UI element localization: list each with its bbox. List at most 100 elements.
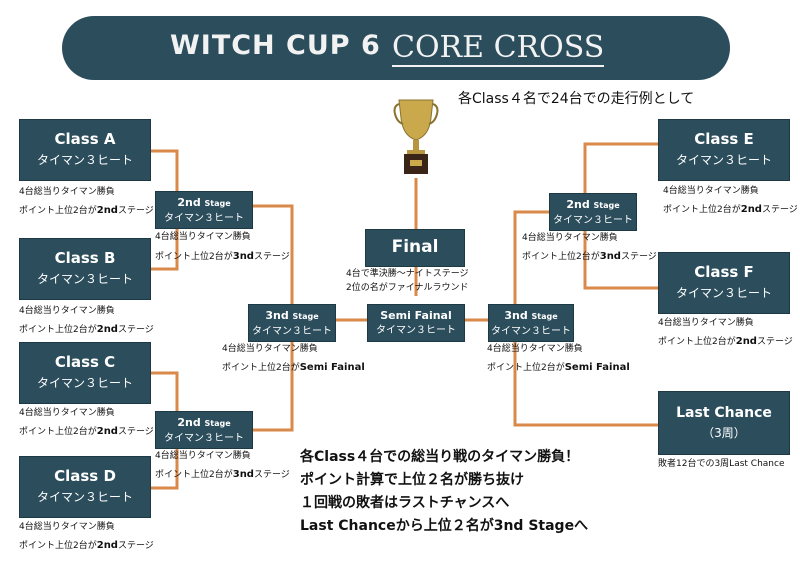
note-line2-bold: 2nd [96, 324, 118, 335]
stage-format: タイマン３ヒート [491, 326, 571, 337]
note-line2-prefix: ポイント上位2台が [487, 363, 565, 373]
stage-format: タイマン３ヒート [164, 433, 244, 444]
note-line2-prefix: ポイント上位2台が [222, 363, 300, 373]
class-label: Class E [694, 130, 754, 148]
note-line2-suffix: ステージ [761, 205, 798, 215]
class-a-note: 4台総当りタイマン勝負 ポイント上位2台が2ndステージ [19, 187, 154, 217]
stage-word: Stage [593, 201, 620, 210]
stage-word: Stage [204, 419, 231, 428]
final-note: 4台で準決勝〜ナイトステージ 2位の名がファイナルラウンド [346, 269, 469, 294]
last-chance-note: 敗者12台での3周Last Chance [658, 459, 785, 469]
final-note-line1: 4台で準決勝〜ナイトステージ [346, 269, 469, 279]
note-line1: 4台総当りタイマン勝負 [155, 232, 251, 242]
stage-label: 2nd [566, 198, 590, 211]
second-stage-left-top: 2nd Stage タイマン３ヒート [155, 191, 253, 229]
stage-format: タイマン３ヒート [553, 215, 633, 226]
note-line2-suffix: ステージ [117, 206, 154, 216]
example-caption: 各Class４名で24台での走行例として [458, 91, 695, 107]
stage-label: 3nd [504, 309, 528, 322]
note-line1: 4台総当りタイマン勝負 [222, 344, 318, 354]
class-format: タイマン３ヒート [675, 153, 772, 167]
trophy-icon [393, 99, 439, 174]
note-line2-prefix: ポイント上位2台が [155, 470, 233, 480]
class-b-box: Class B タイマン３ヒート [19, 238, 151, 300]
stage-format: タイマン３ヒート [164, 213, 244, 224]
note-line2-suffix: ステージ [253, 470, 290, 480]
class-d-note: 4台総当りタイマン勝負 ポイント上位2台が2ndステージ [19, 522, 154, 552]
third-stage-right: 3nd Stage タイマン３ヒート [488, 304, 574, 342]
class-label: Class F [694, 263, 754, 281]
last-chance-box: Last Chance （3周） [658, 391, 790, 455]
class-format: タイマン３ヒート [36, 376, 133, 390]
note-line1: 4台総当りタイマン勝負 [658, 318, 754, 328]
note-line2-bold: 3nd [232, 251, 254, 262]
note-line2-bold: 2nd [735, 336, 757, 347]
final-note-line2: 2位の名がファイナルラウンド [346, 283, 469, 293]
third-stage-right-note: 4台総当りタイマン勝負 ポイント上位2台がSemi Fainal [487, 344, 630, 374]
note-line1: 4台総当りタイマン勝負 [155, 451, 251, 461]
note-line2-prefix: ポイント上位2台が [663, 205, 741, 215]
stage-word: Stage [292, 312, 319, 321]
note-line1: 4台総当りタイマン勝負 [19, 306, 115, 316]
rule-line: Last Chanceから上位２名が3nd Stageへ [300, 518, 589, 534]
note-line2-bold: Semi Fainal [564, 362, 630, 373]
last-chance-label: Last Chance [676, 405, 772, 421]
class-e-note: 4台総当りタイマン勝負 ポイント上位2台が2ndステージ [663, 186, 798, 216]
final-box: Final [365, 229, 465, 267]
note-line2-suffix: ステージ [620, 252, 657, 262]
note-line1: 4台総当りタイマン勝負 [19, 187, 115, 197]
note-line2-bold: 2nd [96, 426, 118, 437]
note-line1: 4台総当りタイマン勝負 [19, 522, 115, 532]
note-line2-prefix: ポイント上位2台が [19, 427, 97, 437]
class-format: タイマン３ヒート [36, 272, 133, 286]
semi-final-format: タイマン３ヒート [376, 325, 456, 336]
stage-label: 2nd [177, 196, 201, 209]
class-f-note: 4台総当りタイマン勝負 ポイント上位2台が2ndステージ [658, 318, 793, 348]
note-line2-suffix: ステージ [117, 325, 154, 335]
stage-word: Stage [204, 199, 231, 208]
note-line2-bold: Semi Fainal [299, 362, 365, 373]
second-stage-left-bottom-note: 4台総当りタイマン勝負 ポイント上位2台が3ndステージ [155, 451, 290, 481]
note-line2-bold: 2nd [740, 204, 762, 215]
second-stage-left-top-note: 4台総当りタイマン勝負 ポイント上位2台が3ndステージ [155, 232, 290, 263]
note-line1: 4台総当りタイマン勝負 [663, 186, 759, 196]
note-line2-prefix: ポイント上位2台が [19, 325, 97, 335]
note-line2-bold: 3nd [232, 469, 254, 480]
final-label: Final [391, 237, 439, 257]
second-stage-left-bottom: 2nd Stage タイマン３ヒート [155, 411, 253, 449]
class-a-box: Class A タイマン３ヒート [19, 119, 151, 181]
note-line2-suffix: ステージ [253, 252, 290, 262]
semi-final-label: Semi Fainal [380, 309, 452, 322]
note-line2-prefix: ポイント上位2台が [19, 206, 97, 216]
class-b-note: 4台総当りタイマン勝負 ポイント上位2台が2ndステージ [19, 306, 154, 336]
note-line1: 4台総当りタイマン勝負 [522, 233, 618, 243]
note-line1: 4台総当りタイマン勝負 [487, 344, 583, 354]
note-line1: 4台総当りタイマン勝負 [19, 408, 115, 418]
title-banner: WITCH CUP 6 CORE CROSS [62, 16, 730, 80]
note-line2-bold: 3nd [599, 251, 621, 262]
class-f-box: Class F タイマン３ヒート [658, 252, 790, 314]
rule-line: 各Class４台での総当り戦のタイマン勝負！ [300, 449, 580, 465]
class-label: Class B [54, 249, 116, 267]
last-chance-laps: （3周） [702, 426, 746, 440]
class-format: タイマン３ヒート [36, 490, 133, 504]
second-stage-right-note: 4台総当りタイマン勝負 ポイント上位2台が3ndステージ [522, 233, 657, 263]
class-format: タイマン３ヒート [36, 153, 133, 167]
note-line2-prefix: ポイント上位2台が [522, 252, 600, 262]
note-line2-suffix: ステージ [117, 541, 154, 551]
third-stage-left-note: 4台総当りタイマン勝負 ポイント上位2台がSemi Fainal [222, 344, 365, 374]
stage-word: Stage [531, 312, 558, 321]
stage-label: 3nd [265, 309, 289, 322]
rule-line: ポイント計算で上位２名が勝ち抜け [300, 472, 524, 488]
second-stage-right: 2nd Stage タイマン３ヒート [549, 193, 637, 231]
rule-line: １回戦の敗者はラストチャンスへ [300, 495, 510, 511]
event-subtitle: CORE CROSS [392, 30, 605, 67]
stage-format: タイマン３ヒート [252, 326, 332, 337]
note-line2-bold: 2nd [96, 205, 118, 216]
stage-label: 2nd [177, 416, 201, 429]
note-line2-suffix: ステージ [756, 337, 793, 347]
third-stage-left: 3nd Stage タイマン３ヒート [248, 304, 336, 342]
semi-final-box: Semi Fainal タイマン３ヒート [367, 304, 465, 342]
class-c-note: 4台総当りタイマン勝負 ポイント上位2台が2ndステージ [19, 408, 154, 438]
event-title: WITCH CUP 6 [170, 30, 381, 61]
